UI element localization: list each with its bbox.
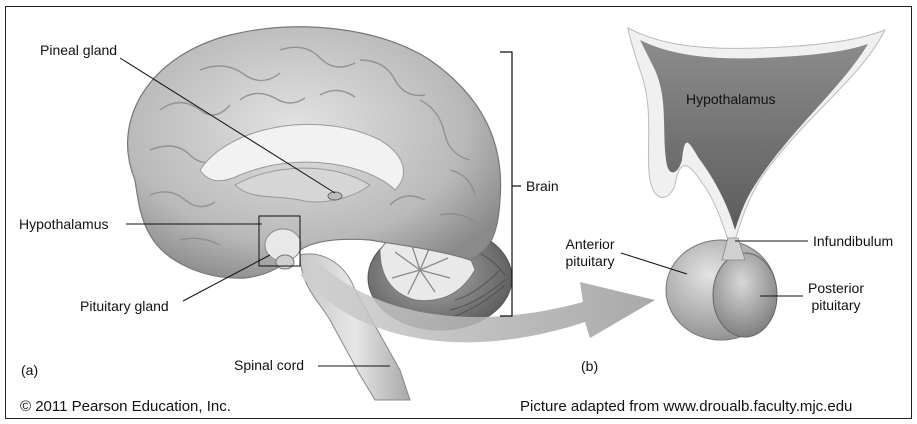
panel-label-b: (b) [581, 358, 598, 375]
label-hypothalamus-left: Hypothalamus [19, 216, 109, 233]
panel-label-a: (a) [21, 362, 38, 379]
pituitary-detail [666, 238, 777, 340]
source-credit: Picture adapted from www.droualb.faculty… [520, 398, 852, 415]
copyright-credit: © 2011 Pearson Education, Inc. [20, 398, 231, 415]
label-posterior-pituitary: Posterior pituitary [806, 280, 866, 314]
label-brain: Brain [526, 178, 559, 195]
label-pituitary-gland: Pituitary gland [80, 298, 169, 315]
hypothalamus-detail [628, 28, 885, 240]
label-anterior-line2: pituitary [560, 253, 620, 270]
label-spinal-cord: Spinal cord [234, 357, 304, 374]
cerebrum [128, 27, 501, 278]
label-pineal-gland: Pineal gland [40, 42, 117, 59]
label-hypothalamus-right: Hypothalamus [686, 91, 776, 108]
label-infundibulum: Infundibulum [813, 233, 893, 250]
label-anterior-pituitary: Anterior pituitary [560, 236, 620, 270]
label-posterior-line1: Posterior [806, 280, 866, 297]
label-posterior-line2: pituitary [806, 297, 866, 314]
label-anterior-line1: Anterior [560, 236, 620, 253]
